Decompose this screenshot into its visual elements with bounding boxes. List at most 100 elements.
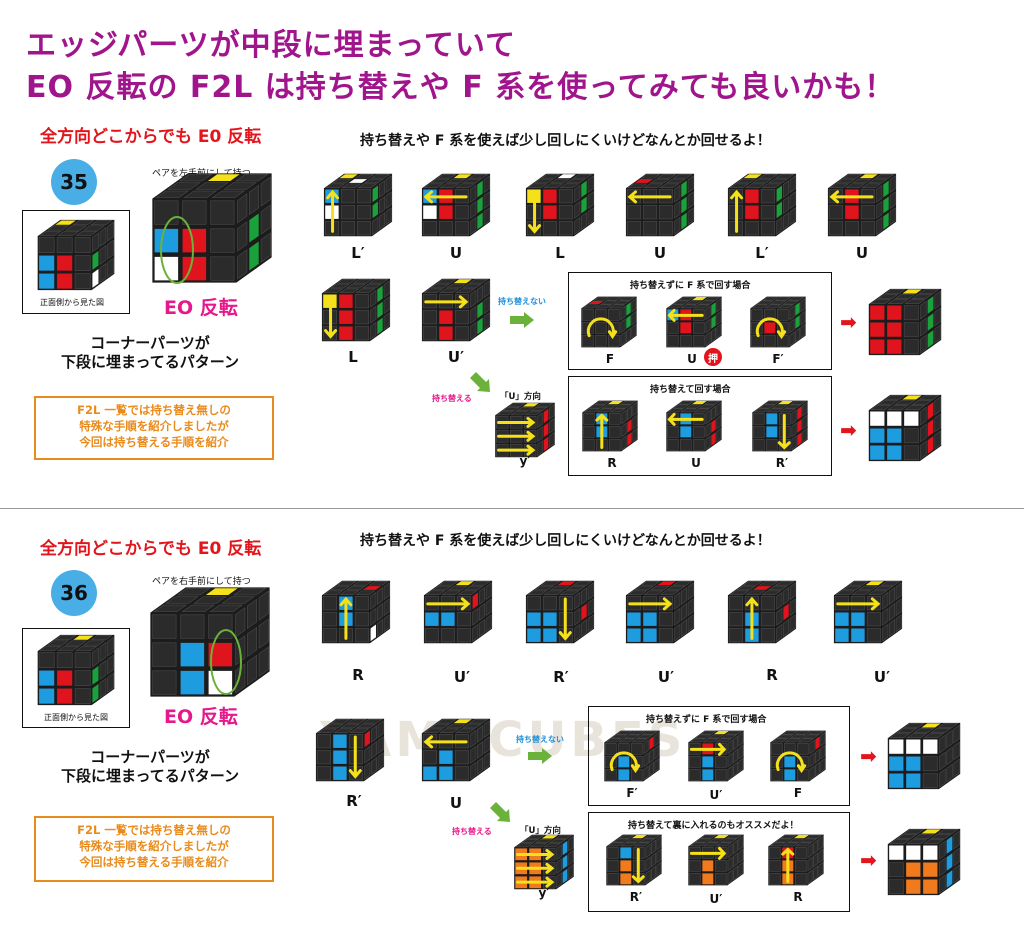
cube-sticker (583, 439, 595, 451)
cube-sticker (800, 310, 806, 326)
move-arrow (829, 190, 874, 204)
cube-sticker (795, 302, 800, 316)
cube-sticker (738, 861, 744, 877)
cube-sticker (953, 864, 960, 884)
cube-sticker (818, 861, 824, 877)
cube-sticker (738, 835, 744, 851)
cube-sticker (461, 723, 483, 729)
cube-sticker (820, 757, 826, 773)
cube-sticker (934, 413, 941, 433)
cube-sticker (681, 212, 687, 230)
cube-sticker (605, 738, 622, 743)
cube-sticker (800, 838, 818, 843)
cube-sticker (889, 619, 895, 637)
cube-sticker (483, 752, 490, 771)
move-arrow (324, 295, 338, 339)
cube-sticker (583, 426, 595, 438)
cube-sticker (152, 614, 177, 639)
cube-sticker (705, 305, 711, 321)
cube-sticker (154, 256, 179, 281)
cube-sticker (774, 580, 795, 586)
cube-sticker (153, 604, 188, 613)
cube-sticker (751, 309, 763, 321)
cube-sticker (888, 862, 904, 878)
cube-sticker (533, 585, 555, 591)
cube-sticker (361, 283, 383, 289)
cube-sticker (479, 587, 485, 605)
cube-sticker (693, 335, 705, 347)
cube-sticker (680, 426, 692, 438)
cube-sticker (470, 580, 491, 586)
cube-sticker (627, 405, 632, 421)
cube-sticker (698, 404, 716, 409)
cube-drawing (752, 400, 808, 452)
cube-sticker (537, 412, 543, 429)
cube-sticker (882, 607, 889, 626)
cube-sticker (556, 844, 562, 861)
cube-sticker (657, 581, 676, 586)
cube-sticker (477, 285, 483, 303)
move-label: U (653, 244, 667, 262)
cube-sticker (468, 718, 489, 724)
cube-sticker (867, 178, 889, 184)
cube-sticker (454, 221, 469, 236)
cube-sticker (795, 847, 807, 859)
move-arrow (667, 412, 704, 426)
cube-sticker (903, 305, 919, 321)
cube-sticker (82, 225, 106, 231)
cube-sticker (182, 200, 207, 225)
note-box: F2L 一覧では持ち替え無しの 特殊な手順を紹介しましたが 今回は持ち替える手順… (34, 816, 274, 882)
cube-sticker (176, 587, 211, 596)
cube-sticker (92, 647, 99, 668)
cube-sticker (906, 773, 921, 788)
cube-sticker (726, 730, 743, 735)
cube-sticker (46, 225, 70, 231)
cube-sticker (789, 305, 795, 321)
cube-sticker (57, 645, 80, 651)
cube-sticker (911, 294, 933, 299)
cube-sticker (883, 196, 889, 214)
cube-sticker (456, 612, 471, 627)
cube-sticker (808, 730, 825, 735)
cube-sticker (543, 843, 562, 848)
cube-sticker (880, 580, 901, 586)
cube-sticker (632, 401, 638, 417)
cube-sticker (377, 752, 384, 771)
cube-sticker (649, 736, 654, 750)
cube-sticker (549, 431, 555, 448)
cube-sticker (626, 327, 631, 343)
cube-sticker (656, 173, 677, 179)
cube-sticker (154, 228, 179, 253)
cube-sticker (727, 752, 733, 768)
cube-sticker (777, 304, 794, 309)
cube-sticker (620, 331, 626, 347)
cube-sticker (195, 182, 229, 190)
cube-sticker (439, 310, 453, 324)
cube-sticker (436, 718, 457, 724)
cube-sticker (820, 744, 826, 760)
cube-sticker (483, 280, 490, 299)
cube-sticker (904, 405, 926, 410)
cube-sticker (787, 838, 805, 843)
cube-sticker (370, 305, 377, 324)
cube-drawing (37, 634, 115, 706)
section-heading: 全方向どこからでも E0 反転 (40, 127, 262, 147)
move-label: R (766, 666, 778, 684)
cube-sticker (654, 731, 660, 747)
cube-sticker (751, 178, 773, 184)
move-arrow (631, 847, 645, 884)
eo-flip-label: EO 反転 (164, 706, 238, 728)
cube-sticker (680, 408, 697, 413)
cube-sticker (870, 339, 885, 354)
cube-sticker (687, 598, 694, 617)
cube-drawing (833, 580, 903, 644)
cube-sticker (193, 596, 227, 604)
cube-sticker (557, 174, 576, 179)
cube-sticker (828, 221, 843, 236)
cube-sticker (656, 848, 662, 864)
cube-drawing (321, 278, 391, 342)
cube-sticker (923, 733, 945, 738)
cube-sticker (784, 738, 801, 743)
cube-drawing (770, 730, 826, 782)
cube-sticker (946, 746, 953, 766)
